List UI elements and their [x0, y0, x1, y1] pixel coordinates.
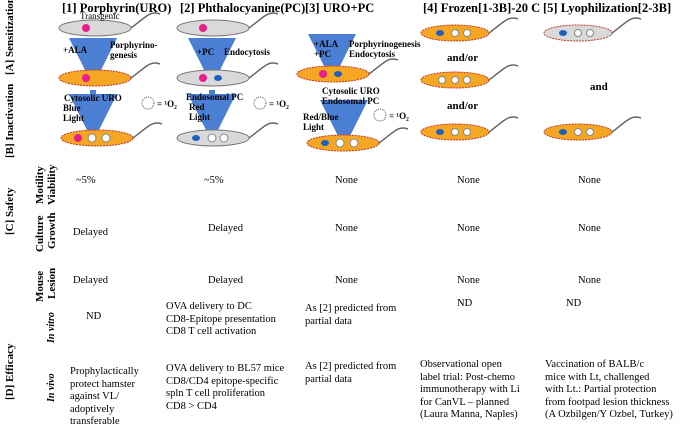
row-sub-mouse: Mouse [34, 270, 46, 302]
col2-gray-cell-2 [176, 62, 279, 87]
invivo-c3: As [2] predicted from partial data [305, 361, 397, 385]
culture-c1: Delayed [73, 227, 108, 238]
col2-inactivated-cell [176, 122, 279, 147]
c3-light-label: Red/Blue Light [303, 112, 339, 132]
invitro-c1: ND [86, 311, 102, 322]
col5-cell-2 [543, 116, 642, 141]
col4-cell-3 [420, 116, 519, 141]
c1-light-label: Blue Light [63, 103, 85, 123]
mouse-c4: None [457, 275, 480, 286]
culture-c4: None [457, 223, 480, 234]
sensitization-diagram [58, 12, 642, 152]
row-sub-invitro: In vitro [46, 312, 57, 343]
invitro-c4: ND [457, 298, 473, 309]
row-sub-lesion: Lesion [46, 267, 58, 299]
mouse-c1: Delayed [73, 275, 108, 286]
c2-endopc-label: Endosomal PC [186, 92, 244, 102]
column-header-3: [3] URO+PC [305, 1, 375, 15]
column-header-4: [4] Frozen[1-3B]-20 C [423, 1, 541, 15]
invitro-c3: As [2] predicted from partial data [305, 303, 397, 327]
and-or-label-1: and/or [447, 52, 479, 64]
row-sub-invivo: In vivo [46, 373, 57, 402]
col2-gray-cell-1 [176, 12, 279, 37]
invivo-c4: Observational open label trial: Post-che… [420, 359, 520, 420]
c2-singlet-label: = ¹O₂ [269, 99, 289, 109]
invivo-c2: OVA delivery to BL57 mice CD8/CD4 epitop… [166, 363, 285, 412]
c1-porph-label: Porphyrino- genesis [110, 40, 158, 60]
col4-cell-2 [420, 64, 519, 89]
culture-c3: None [335, 223, 358, 234]
col4-cell-1 [420, 17, 519, 42]
row-sub-motility: Motility [34, 166, 46, 204]
mouse-c3: None [335, 275, 358, 286]
col2-burst [253, 96, 267, 110]
c2-pc-label: +PC [197, 47, 215, 57]
culture-c2: Delayed [208, 223, 243, 234]
col3-orange-cell [296, 58, 399, 83]
invivo-c5: Vaccination of BALB/c mice with Lt, chal… [545, 359, 673, 420]
c3-add-label: +ALA +PC [314, 39, 339, 59]
column-header-5: [5] Lyophilization[2-3B] [543, 1, 672, 15]
and-or-label-2: and/or [447, 100, 479, 112]
mouse-c5: None [578, 275, 601, 286]
mouse-c2: Delayed [208, 275, 243, 286]
motility-c1: ~5% [76, 175, 96, 186]
c3-proc-label: Porphyrinogenesis Endocytosis [349, 39, 421, 59]
col1-burst [141, 96, 155, 110]
c2-light-label: Red Light [189, 102, 211, 122]
col5-cell-1 [543, 17, 642, 42]
motility-c2: ~5% [204, 175, 224, 186]
transgenic-label: Transgenic [80, 11, 120, 21]
col1-orange-cell [58, 62, 161, 87]
col1-inactivated-cell [60, 122, 163, 147]
c1-ala-label: +ALA [63, 45, 88, 55]
col3-burst [373, 108, 387, 122]
c2-endo-label: Endocytosis [224, 47, 271, 57]
motility-c5: None [578, 175, 601, 186]
column-header-2: [2] Phthalocyanine(PC) [180, 1, 306, 15]
row-sub-culture: Culture [34, 215, 46, 252]
column-header-1: [1] Porphyrin(URO) [62, 1, 172, 15]
c3-singlet-label: = ¹O₂ [389, 111, 409, 121]
c3-loc-label: Cytosolic URO Endosomal PC [322, 86, 380, 106]
row-sub-viability: Viability [46, 164, 58, 205]
c1-singlet-label: = ¹O₂ [157, 99, 177, 109]
col1-gray-cell [58, 12, 161, 37]
motility-c3: None [335, 175, 358, 186]
row-label-efficacy: [D] Efficacy [4, 343, 16, 400]
row-sub-growth: Growth [46, 212, 58, 249]
culture-c5: None [578, 223, 601, 234]
col3-inactivated-cell [306, 127, 409, 152]
motility-c4: None [457, 175, 480, 186]
invitro-c2: OVA delivery to DC CD8-Epitope presentat… [166, 301, 276, 337]
invitro-c5: ND [566, 298, 582, 309]
invivo-c1: Prophylactically protect hamster against… [70, 366, 139, 427]
and-label: and [590, 81, 608, 93]
c1-cyto-label: Cytosolic URO [64, 93, 122, 103]
row-label-safety: [C] Safety [4, 187, 16, 235]
